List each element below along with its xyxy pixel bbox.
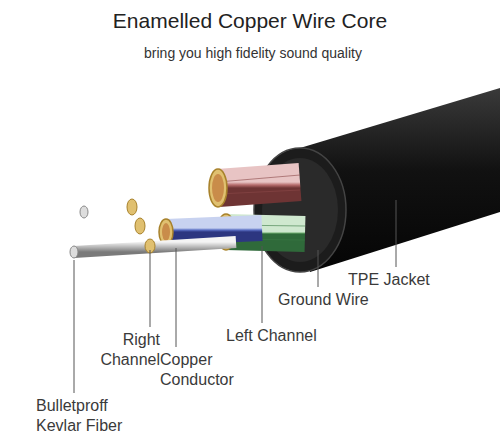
conductor-core [212,174,224,202]
part-label: Copper Conductor [160,350,250,390]
part-label: Ground Wire [278,290,408,310]
blue-wire [166,228,262,232]
conductor-tip [209,169,227,207]
part-label: Bulletproff Kevlar Fiber [36,396,148,436]
subtitle: bring you high fidelity sound quality [3,44,500,62]
red-wire [218,182,300,188]
part-label: TPE Jacket [348,270,468,290]
leader-line [318,250,319,287]
leader-line [262,246,263,323]
kevlar-strand [84,206,240,218]
leader-line [74,260,75,393]
conductor-tip [127,199,137,215]
part-label: Left Channel [226,326,356,346]
title: Enamelled Copper Wire Core [0,8,500,34]
leader-line [176,248,177,347]
conductor-tip [135,218,145,234]
kevlar-tip [80,206,88,218]
leader-line [150,250,151,327]
leader-line [396,200,397,267]
conductor-core [162,223,170,241]
part-label: Right Channel [88,330,160,370]
wire-strands [218,175,300,194]
kevlar-tip [70,246,78,258]
